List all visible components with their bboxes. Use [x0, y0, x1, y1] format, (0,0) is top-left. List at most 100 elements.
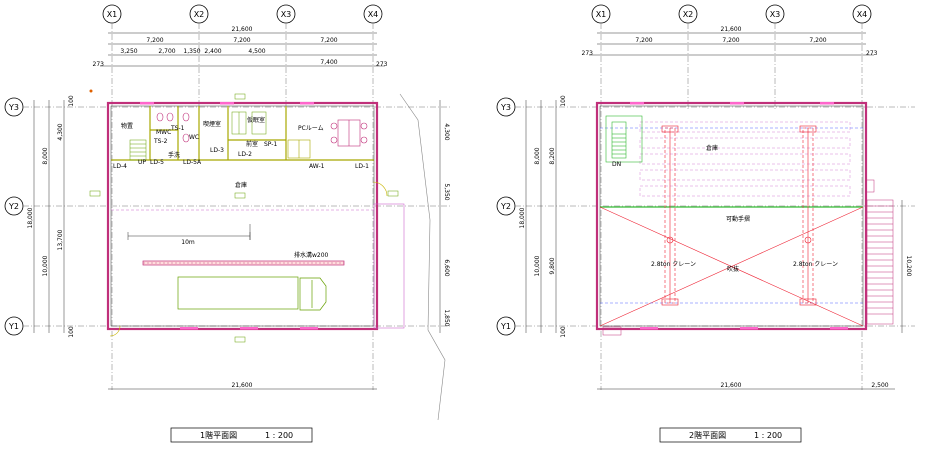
axis-label: X2: [683, 10, 694, 19]
partitions: [111, 106, 374, 161]
room-label: 物置: [121, 122, 133, 130]
axis-y1-2: Y1: [496, 316, 516, 336]
inner-wall: [599, 105, 864, 327]
scale-bar: [127, 224, 251, 240]
dim-end-left: 273: [93, 61, 105, 68]
room-label: WC: [189, 134, 199, 141]
top-dimensions: [100, 32, 385, 67]
crane-girder-right: [799, 125, 817, 306]
axis-label: Y3: [8, 103, 19, 112]
axis-label: X4: [368, 10, 379, 19]
dim-span: 7,200: [809, 37, 826, 44]
dim-left: 10,000: [534, 255, 541, 276]
axis-label: X3: [770, 10, 781, 19]
window-marks: [140, 102, 318, 330]
door-label: LD-4: [113, 163, 127, 170]
axis-label: X3: [281, 10, 292, 19]
door-swing: [109, 181, 388, 337]
axis-label: Y1: [8, 322, 19, 331]
axis-label: Y2: [8, 202, 19, 211]
pc-desks: [330, 119, 368, 147]
dim-span: 7,200: [320, 37, 337, 44]
toilet-fixtures: [156, 112, 190, 143]
room-label: TS-1: [170, 125, 185, 132]
dim-left: 8,000: [534, 147, 541, 164]
door-label: LD-1: [355, 163, 369, 170]
mezzanine-outlines: [639, 121, 851, 197]
room-label: DN: [612, 161, 621, 168]
dim-left: 9,800: [549, 257, 556, 274]
plan-1f: X1 X2 X3 X4 Y3 Y2 Y1: [4, 4, 450, 443]
dim-left: 100: [68, 326, 75, 338]
axis-x2-top-2: X2: [678, 4, 698, 24]
dim-left: 8,200: [549, 147, 556, 164]
dim-left: 4,300: [57, 123, 64, 140]
axis-x1-top: X1: [102, 4, 122, 24]
axis-y2-2: Y2: [496, 196, 516, 216]
dim-span: 7,200: [635, 37, 652, 44]
axis-x4-top: X4: [363, 4, 383, 24]
dim-sub: 2,700: [158, 48, 175, 55]
dim-right: 5,350: [443, 183, 450, 200]
external-stair: [602, 179, 894, 336]
pc-partition: [287, 139, 311, 159]
stair-1f: [129, 139, 147, 161]
room-label: 手洗: [168, 151, 180, 159]
axis-y2: Y2: [4, 196, 24, 216]
dim-sub: 4,500: [248, 48, 265, 55]
axis-x1-top-2: X1: [591, 4, 611, 24]
room-label: 喫煙室: [203, 120, 221, 128]
dim-sub: 1,350: [183, 48, 200, 55]
axis-y3-2: Y3: [496, 97, 516, 117]
site-boundary: [399, 93, 446, 421]
axis-label: Y1: [500, 322, 511, 331]
room-label: 2.8ton クレーン: [651, 261, 696, 268]
title-box-2f: [659, 427, 802, 443]
dim-left: 8,000: [42, 147, 49, 164]
outer-wall: [106, 101, 379, 331]
room-label: 倉庫: [706, 144, 718, 152]
dim-sub: 2,400: [204, 48, 221, 55]
crane-girder-left: [661, 125, 679, 306]
axis-x4-top-2: X4: [852, 4, 872, 24]
tags: [89, 93, 399, 343]
dim-end-right: 273: [376, 61, 388, 68]
crane-rails: [600, 127, 863, 304]
dim-left-total: 18,000: [519, 207, 526, 228]
dim-right: 10,200: [905, 256, 912, 277]
axis-label: X2: [194, 10, 205, 19]
dim-span: 7,200: [233, 37, 250, 44]
dim-total-top: 21,600: [721, 26, 742, 33]
title-box-1f: [170, 427, 313, 443]
axis-y1: Y1: [4, 316, 24, 336]
room-label: 2.8ton クレーン: [793, 261, 838, 268]
grid-lines: [23, 23, 450, 390]
room-label: PCルーム: [298, 125, 324, 132]
axis-y3: Y3: [4, 97, 24, 117]
axis-label: Y2: [500, 202, 511, 211]
plan-2f: X1 X2 X3 X4 Y3 Y2 Y1: [496, 4, 915, 443]
door-label: LD-5: [150, 159, 164, 166]
door-label: LD-3: [210, 147, 224, 154]
axis-x3-top-2: X3: [765, 4, 785, 24]
dim-span: 7,200: [146, 37, 163, 44]
room-label: 排水溝w200: [294, 251, 329, 259]
window-marks-2: [630, 102, 848, 330]
dim-left: 100: [560, 326, 567, 338]
left-dimensions: [33, 100, 65, 333]
origin-mark: [89, 89, 93, 93]
axis-label: Y3: [500, 103, 511, 112]
void-cross: [599, 206, 864, 327]
dim-right: 1,850: [443, 309, 450, 326]
room-label: 吹抜: [727, 265, 739, 273]
plan-title: 1階平面図: [200, 430, 237, 440]
room-label: TS-2: [153, 138, 168, 145]
dim-sub: 3,250: [120, 48, 137, 55]
dim-end-right: 273: [866, 50, 878, 57]
dim-left: 100: [560, 95, 567, 107]
dim-left: 10,000: [42, 255, 49, 276]
room-label: 仮眠室: [247, 116, 265, 124]
room-label: MWC: [156, 129, 171, 136]
room-label: 前室: [246, 140, 258, 148]
